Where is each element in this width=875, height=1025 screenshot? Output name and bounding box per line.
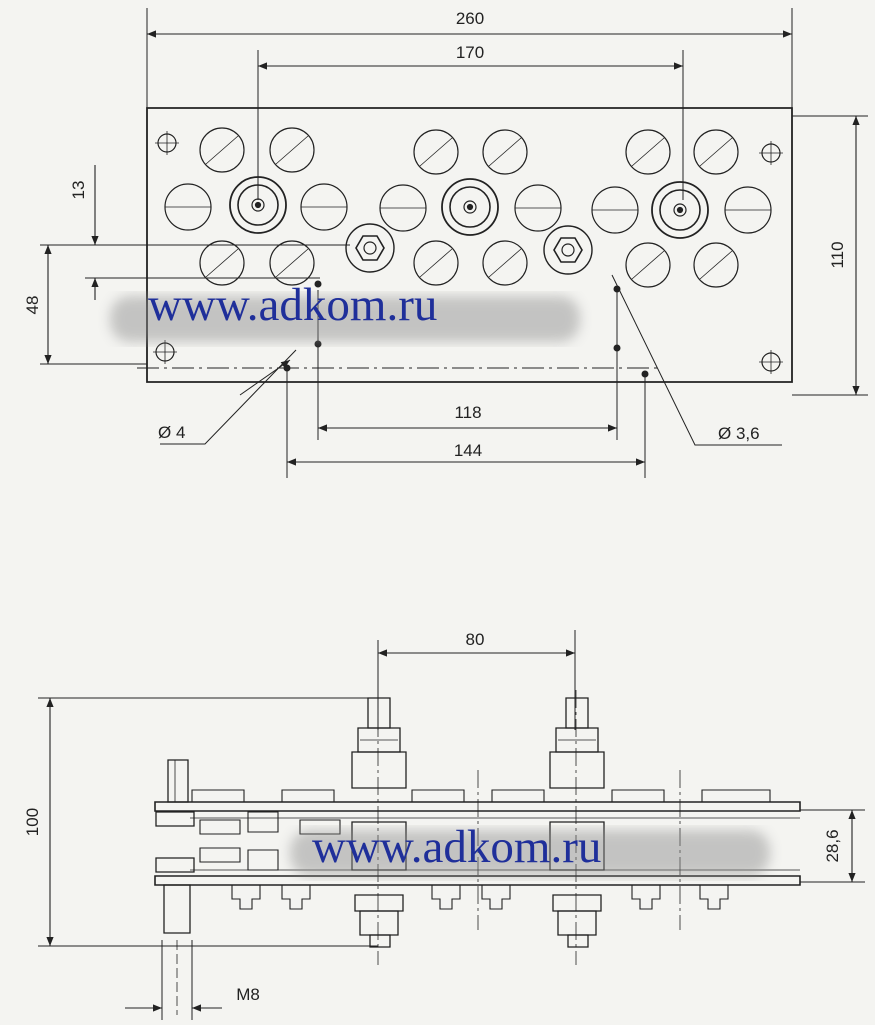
dim-170: 170 <box>456 43 484 62</box>
hole-group-2 <box>380 130 561 285</box>
dim-80: 80 <box>466 630 485 649</box>
hex-nut-left <box>346 224 394 272</box>
dim-260: 260 <box>456 9 484 28</box>
dim-d36: Ø 3,6 <box>718 424 760 443</box>
hole-group-3 <box>592 130 771 287</box>
dim-28-6: 28,6 <box>823 829 842 862</box>
dim-144: 144 <box>454 441 482 460</box>
lower-brackets <box>232 885 728 909</box>
watermark-text-bottom: www.adkom.ru <box>312 821 601 873</box>
hole-group-1 <box>165 128 347 285</box>
watermark-bottom: www.adkom.ru <box>290 821 770 876</box>
watermark-text-top: www.adkom.ru <box>148 279 437 331</box>
dim-m8: M8 <box>236 985 260 1004</box>
hole-pattern <box>153 128 783 378</box>
small-holes <box>283 280 649 378</box>
dim-d4: Ø 4 <box>158 423 185 442</box>
leader-d4 <box>160 349 297 445</box>
extension-lines <box>40 8 868 478</box>
leader-d36 <box>611 274 782 446</box>
dim-100: 100 <box>23 808 42 836</box>
watermark-top: www.adkom.ru <box>110 279 580 342</box>
dim-13: 13 <box>69 181 88 200</box>
upper-plate <box>155 802 800 811</box>
upper-clamps <box>192 790 770 870</box>
dim-110: 110 <box>828 241 847 268</box>
stud-left <box>352 698 406 947</box>
side-extension-lines <box>38 630 865 1020</box>
dim-48: 48 <box>23 296 42 315</box>
dimension-lines <box>44 30 860 466</box>
dim-118: 118 <box>454 403 481 422</box>
corner-holes <box>153 131 783 374</box>
leader-d4-arrow <box>240 360 290 395</box>
left-stud <box>156 760 194 1015</box>
hex-nut-right <box>544 226 592 274</box>
lower-plate <box>155 876 800 885</box>
side-dimension-lines <box>46 649 856 1012</box>
top-view <box>40 8 868 478</box>
